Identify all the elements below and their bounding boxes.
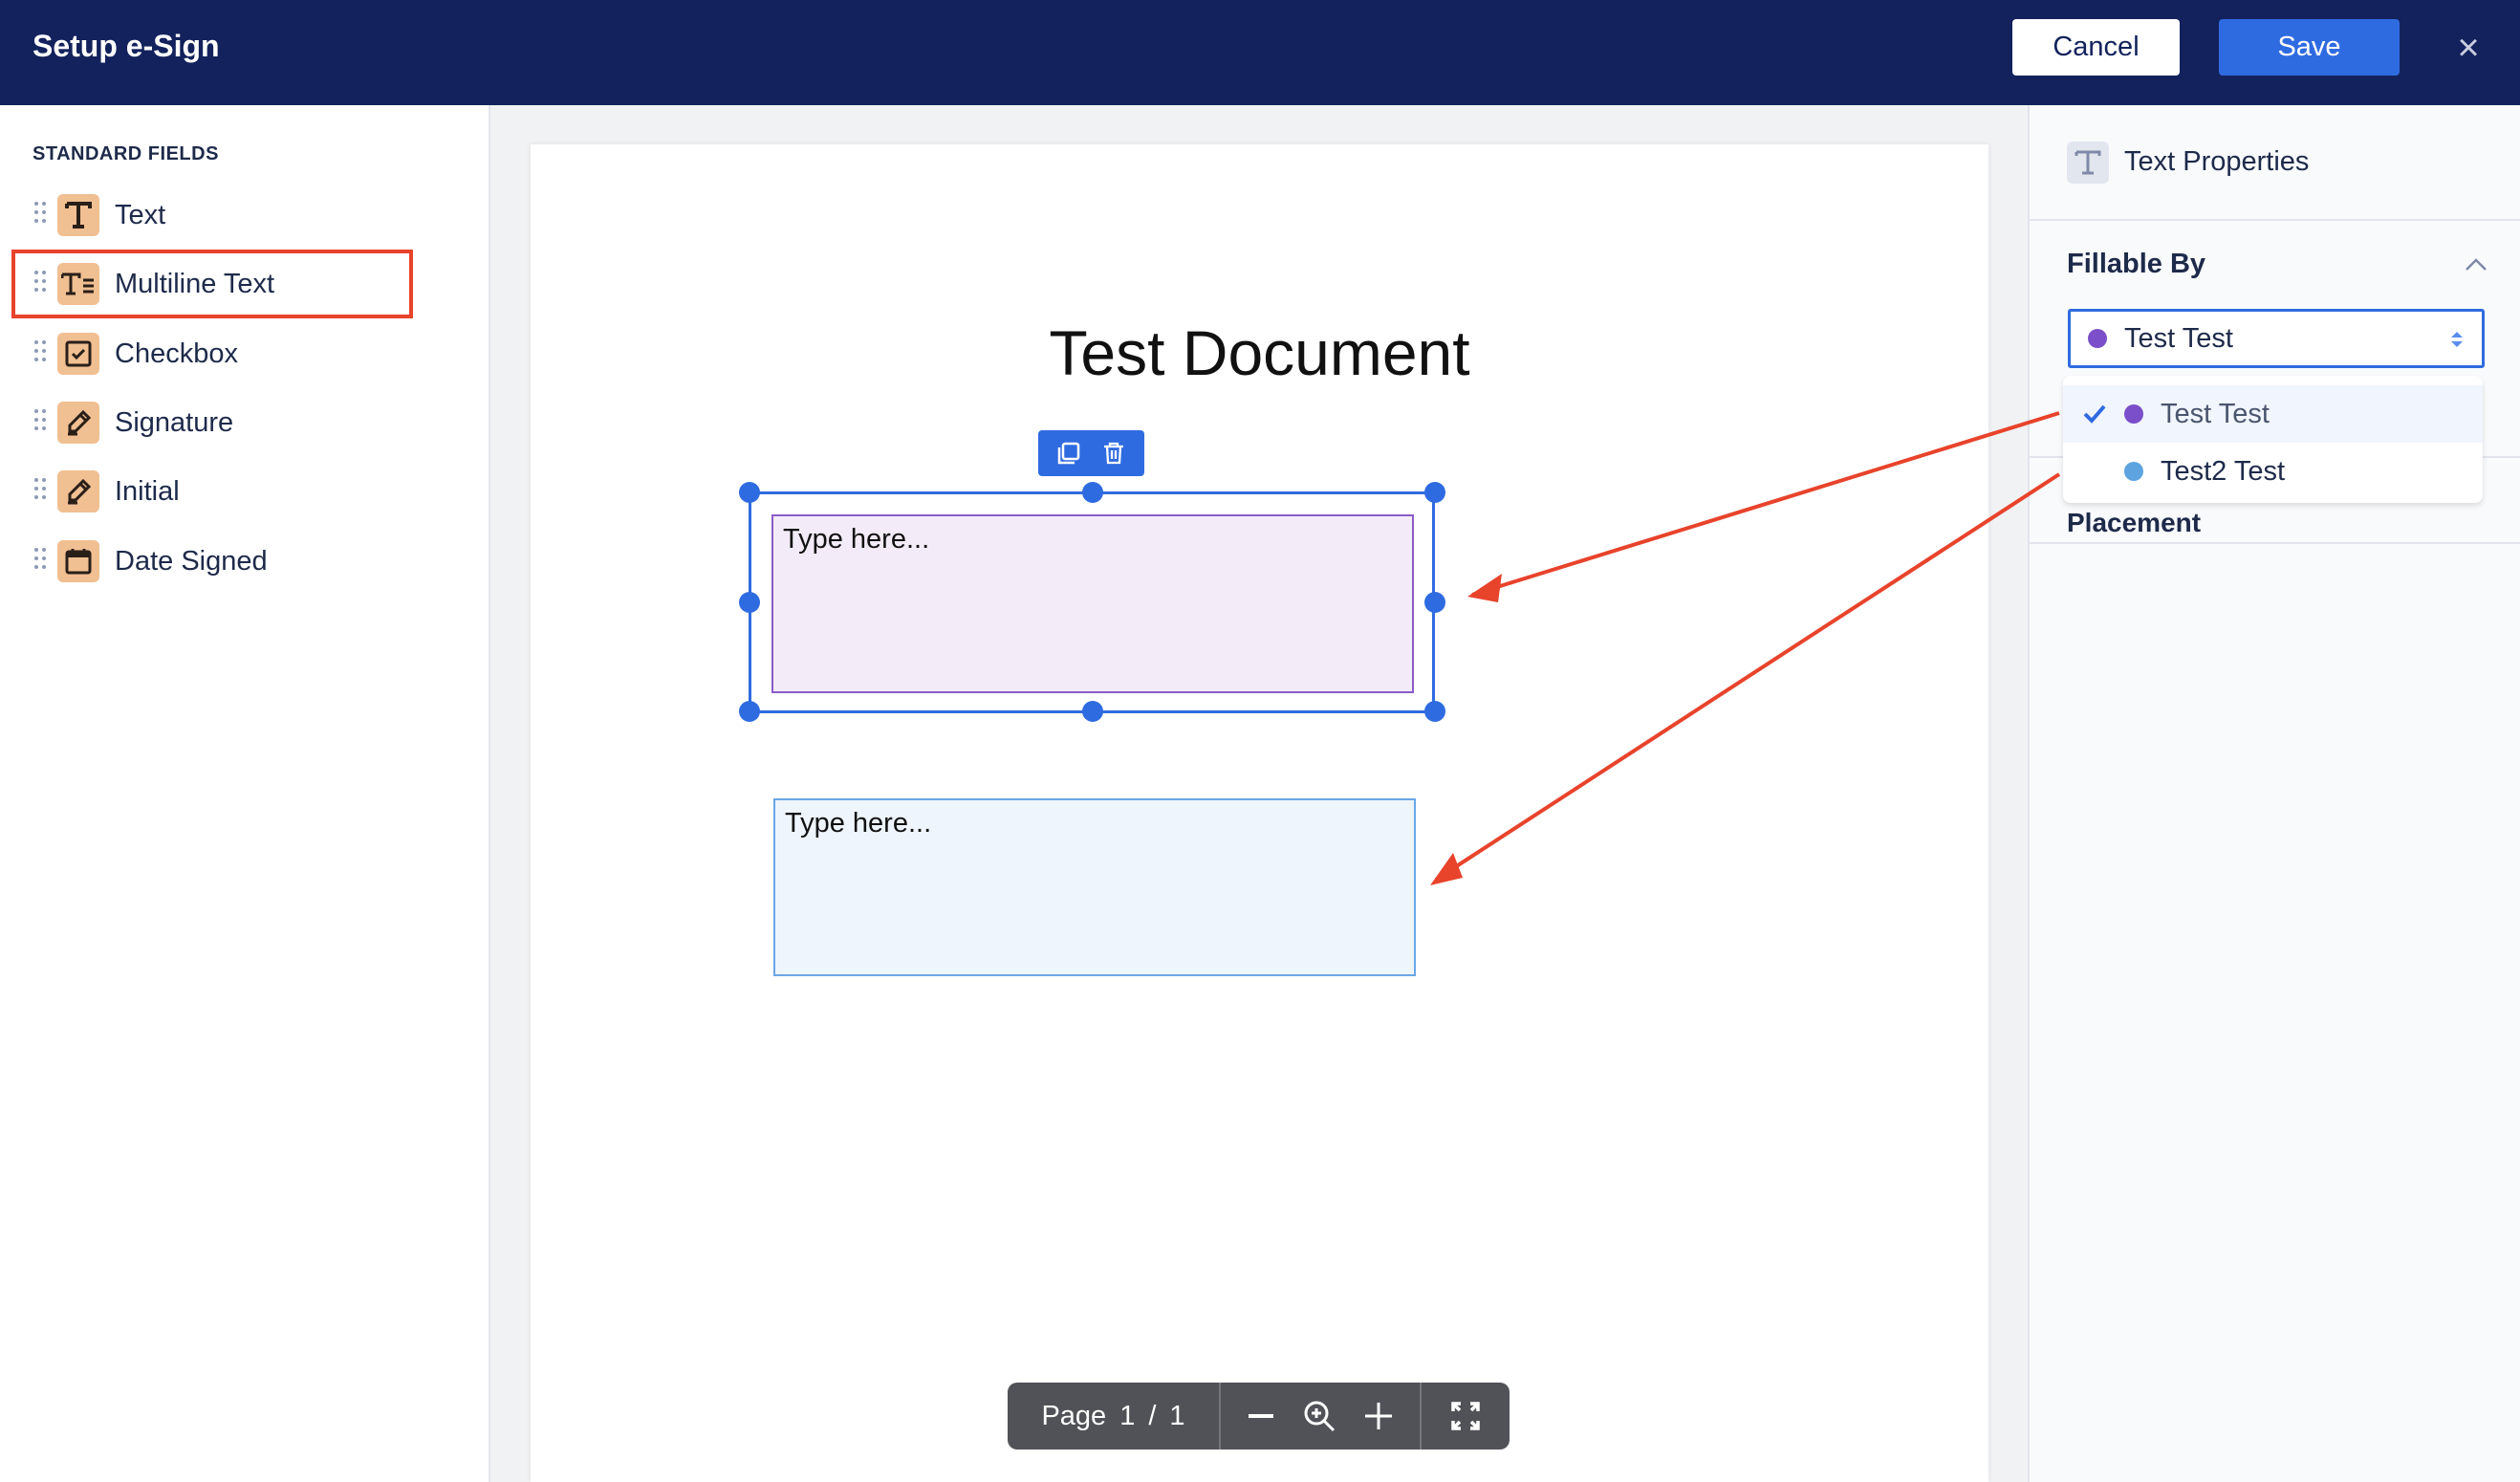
resize-handle[interactable]	[1082, 701, 1103, 722]
field-item-multiline-text[interactable]: Multiline Text	[0, 250, 478, 318]
drag-handle-icon[interactable]	[34, 202, 46, 225]
drag-handle-icon[interactable]	[34, 478, 46, 501]
checkbox-icon	[57, 333, 99, 375]
resize-handle[interactable]	[1424, 482, 1445, 503]
zoom-out-icon[interactable]	[1247, 1402, 1275, 1430]
resize-handle[interactable]	[1424, 701, 1445, 722]
pen-icon	[57, 402, 99, 444]
zoom-in-icon[interactable]	[1363, 1401, 1394, 1431]
multiline-text-field-test2-test[interactable]: Type here...	[773, 798, 1416, 976]
document-title: Test Document	[1049, 317, 1470, 388]
field-item-label: Multiline Text	[115, 269, 275, 299]
divider	[2030, 219, 2520, 221]
close-icon[interactable]: ×	[2457, 26, 2480, 69]
page-total: 1	[1169, 1400, 1185, 1431]
field-item-text[interactable]: Text	[0, 181, 478, 250]
zoom-icon[interactable]	[1302, 1399, 1336, 1433]
signer-color-dot	[2124, 404, 2143, 424]
signer-color-dot	[2124, 462, 2143, 481]
multiline-text-icon	[57, 263, 99, 305]
field-item-label: Initial	[115, 476, 180, 507]
drag-handle-icon[interactable]	[34, 548, 46, 571]
drag-handle-icon[interactable]	[34, 340, 46, 363]
drag-handle-icon[interactable]	[34, 271, 46, 294]
text-properties-icon	[2067, 142, 2109, 184]
chevron-up-icon[interactable]	[2463, 254, 2489, 273]
page-indicator: Page 1 / 1	[1008, 1383, 1221, 1449]
cancel-button[interactable]: Cancel	[2012, 19, 2180, 76]
text-icon	[57, 194, 99, 236]
fillable-by-select[interactable]: Test Test	[2068, 309, 2485, 368]
pen-icon	[57, 470, 99, 512]
resize-handle[interactable]	[1424, 592, 1445, 613]
properties-title: Text Properties	[2124, 146, 2310, 177]
page-controls: Page 1 / 1	[1008, 1383, 1510, 1449]
field-item-label: Signature	[115, 407, 234, 438]
calendar-icon	[57, 540, 99, 582]
select-arrows-icon	[2451, 332, 2463, 347]
resize-handle[interactable]	[739, 592, 760, 613]
field-item-initial[interactable]: Initial	[0, 457, 478, 526]
field-item-signature[interactable]: Signature	[0, 388, 478, 457]
multiline-text-field-test-test[interactable]: Type here...	[771, 514, 1414, 693]
field-item-label: Date Signed	[115, 546, 268, 577]
fullscreen-icon[interactable]	[1450, 1401, 1481, 1431]
field-item-label: Checkbox	[115, 338, 238, 369]
page-separator: /	[1148, 1400, 1157, 1431]
divider	[2030, 542, 2520, 544]
page-current: 1	[1119, 1400, 1136, 1431]
resize-handle[interactable]	[1082, 482, 1103, 503]
header-bar: Setup e-Sign Cancel Save ×	[0, 0, 2520, 105]
option-label: Test2 Test	[2161, 455, 2286, 487]
drag-handle-icon[interactable]	[34, 409, 46, 432]
standard-fields-heading: STANDARD FIELDS	[33, 143, 219, 164]
signer-option-test-test[interactable]: Test Test	[2063, 385, 2483, 443]
field-item-checkbox[interactable]: Checkbox	[0, 319, 478, 388]
selected-signer: Test Test	[2124, 322, 2233, 354]
field-item-label: Text	[115, 200, 166, 230]
highlight-annotation-box	[11, 250, 413, 318]
duplicate-icon[interactable]	[1056, 441, 1081, 466]
signer-dropdown: Test Test Test2 Test	[2063, 376, 2483, 503]
check-icon	[2083, 404, 2106, 424]
field-toolbar	[1038, 430, 1144, 476]
trash-icon[interactable]	[1101, 441, 1126, 466]
fillable-by-label: Fillable By	[2067, 249, 2206, 279]
app-title: Setup e-Sign	[33, 29, 220, 63]
page-label: Page	[1041, 1400, 1107, 1431]
placement-label: Placement	[2067, 508, 2202, 537]
signer-option-test2-test[interactable]: Test2 Test	[2063, 443, 2483, 500]
resize-handle[interactable]	[739, 482, 760, 503]
save-button[interactable]: Save	[2219, 19, 2400, 76]
option-label: Test Test	[2161, 398, 2270, 429]
signer-color-dot	[2088, 329, 2107, 348]
resize-handle[interactable]	[739, 701, 760, 722]
field-item-date-signed[interactable]: Date Signed	[0, 527, 478, 596]
